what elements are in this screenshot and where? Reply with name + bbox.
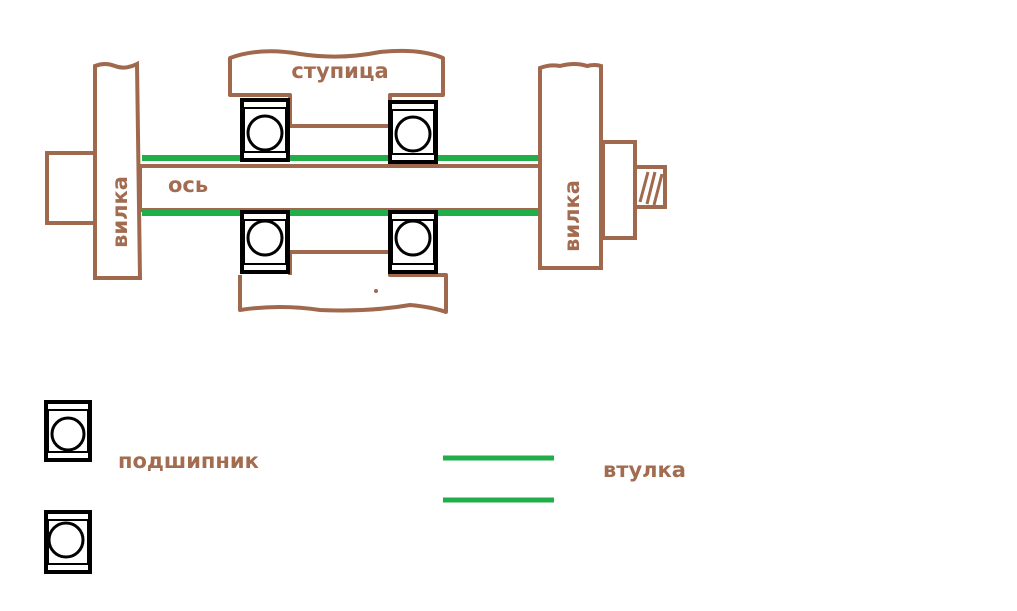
- legend-bearing-bottom: [44, 510, 92, 574]
- axle-label: ось: [168, 173, 208, 197]
- legend-bearing-label: подшипник: [118, 449, 259, 473]
- hub-label: ступица: [291, 59, 388, 83]
- fork-right: [538, 62, 603, 270]
- legend-bearing-top: [44, 400, 92, 462]
- fork-right-label: вилка: [560, 180, 584, 252]
- hub-bottom: [238, 250, 448, 314]
- fork-left: [93, 60, 143, 280]
- bearing-bottom-right: [388, 210, 438, 274]
- bearing-bottom-left: [240, 210, 290, 274]
- bearing-top-right: [388, 100, 438, 164]
- fork-left-label: вилка: [108, 176, 132, 248]
- bearing-top-left: [240, 98, 290, 162]
- threaded-axle-end: [633, 165, 667, 209]
- legend-bushing-label: втулка: [603, 458, 686, 482]
- hub-dot: [374, 289, 378, 293]
- axle-nut-right: [601, 140, 637, 240]
- axle-end-left: [45, 151, 99, 225]
